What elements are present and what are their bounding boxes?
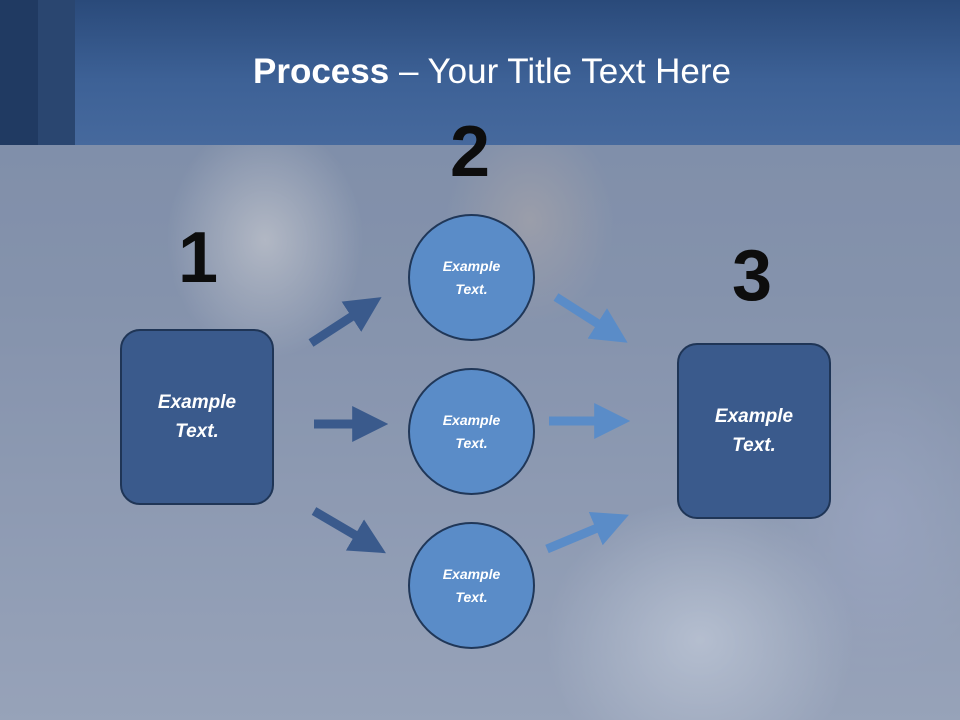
arrow-from-circle-3 [545, 512, 629, 554]
process-circle-1[interactable]: Example Text. [408, 214, 535, 341]
arrow-from-circle-1 [553, 293, 628, 343]
step-number-1[interactable]: 1 [178, 218, 219, 298]
circle-2-line1: Example [442, 411, 501, 428]
arrow-to-circle-3 [311, 507, 386, 554]
left-box-line1: Example [157, 392, 237, 413]
step-number-3[interactable]: 3 [732, 236, 773, 316]
title-bar [0, 0, 960, 145]
circle-3-line1: Example [442, 565, 501, 582]
circle-1-line2: Text. [455, 280, 488, 297]
arrow-to-circle-1 [308, 297, 382, 347]
circle-2-line2: Text. [455, 434, 488, 451]
header-accent-strip-2 [38, 0, 75, 145]
process-circle-3[interactable]: Example Text. [408, 522, 535, 649]
step-number-2[interactable]: 2 [450, 112, 491, 192]
header-accent-strip [0, 0, 38, 145]
slide-title[interactable]: Process – Your Title Text Here [0, 52, 960, 92]
right-box-line2: Text. [732, 435, 776, 456]
slide-title-bold: Process [253, 52, 390, 91]
circle-3-line2: Text. [455, 588, 488, 605]
left-box-line2: Text. [175, 421, 219, 442]
slide-title-rest: – Your Title Text Here [389, 52, 731, 91]
right-box-line1: Example [714, 406, 794, 427]
process-circle-2[interactable]: Example Text. [408, 368, 535, 495]
circle-1-line1: Example [442, 257, 501, 274]
left-process-box[interactable]: Example Text. [120, 329, 274, 505]
right-process-box[interactable]: Example Text. [677, 343, 831, 519]
